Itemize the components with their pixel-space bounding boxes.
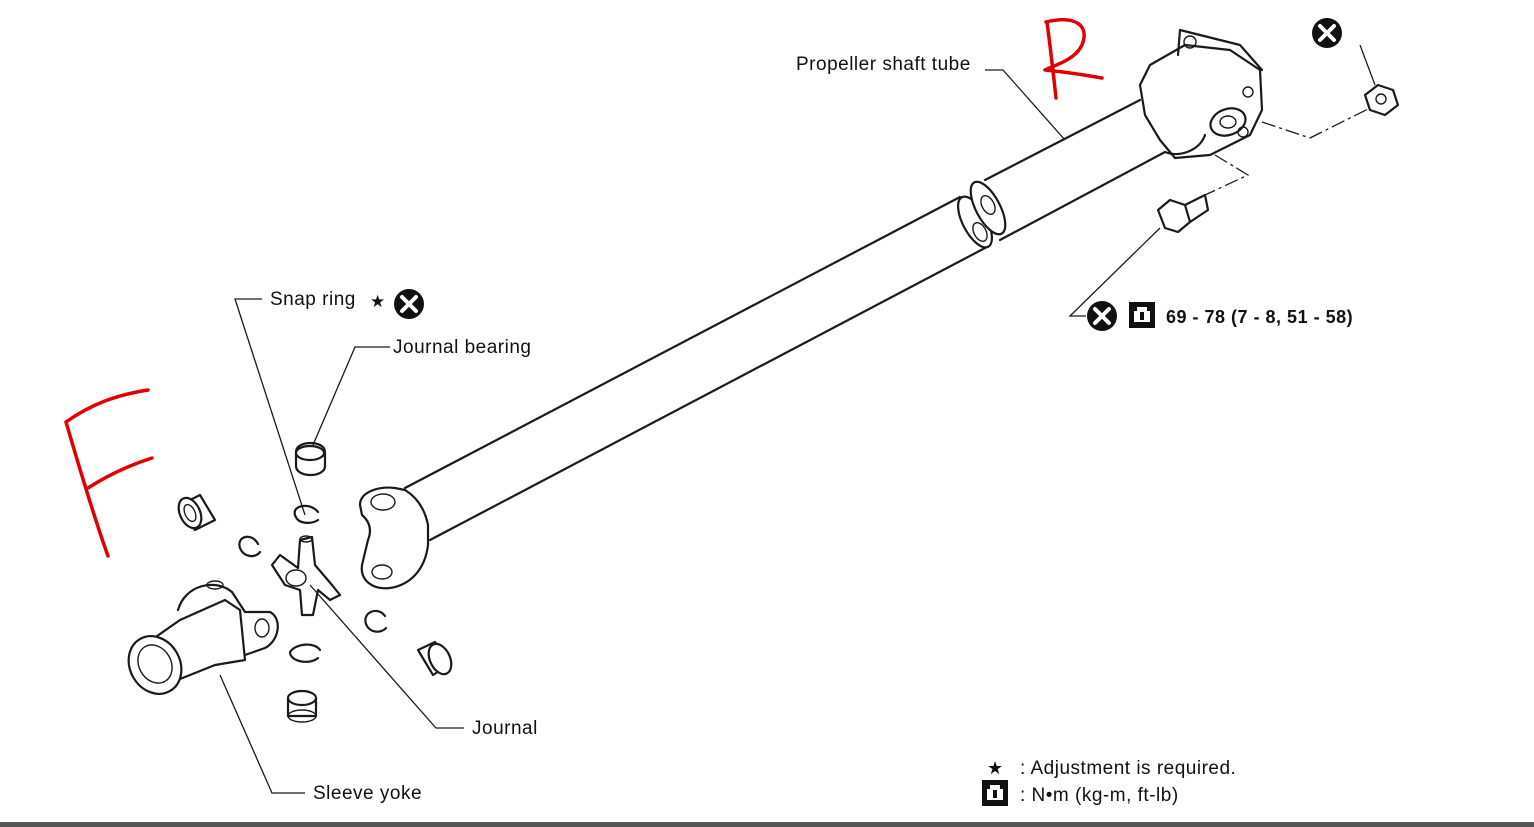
do-not-reuse-icon: [394, 289, 424, 319]
sleeve-yoke-label: Sleeve yoke: [313, 783, 422, 804]
legend-star-text: : Adjustment is required.: [1020, 758, 1236, 779]
journal-bearing-left: [177, 493, 217, 532]
front-tube-yoke: [358, 486, 430, 590]
journal-bearing-right: [416, 640, 453, 677]
star-icon: ★: [370, 292, 385, 312]
journal-bearing-label: Journal bearing: [393, 337, 531, 358]
rear-flange-yoke: [1138, 28, 1264, 160]
journal-cross: [270, 535, 342, 617]
propeller-shaft-rear-section: [969, 98, 1167, 242]
sleeve-yoke: [127, 580, 279, 695]
propeller-shaft-tube-label: Propeller shaft tube: [796, 54, 971, 75]
front-marker-text: F: [0, 0, 1, 1]
torque-spec-label: 69 - 78 (7 - 8, 51 - 58): [1166, 307, 1353, 327]
journal-bearing-bottom: [286, 689, 318, 723]
journal-label: Journal: [472, 718, 538, 739]
torque-wrench-icon: [982, 780, 1008, 806]
journal-bearing-top: [294, 441, 327, 477]
torque-wrench-icon: [1129, 302, 1155, 328]
rear-marker-text: R: [0, 0, 1, 1]
flange-bolt: [1156, 193, 1210, 234]
propeller-shaft-front-section: [403, 195, 993, 542]
do-not-reuse-icon: [1312, 18, 1342, 48]
bottom-border: [0, 822, 1534, 827]
snap-ring-label: Snap ring: [270, 289, 356, 310]
star-icon: ★: [987, 758, 1003, 779]
do-not-reuse-icon: [1087, 301, 1117, 331]
front-marker: F: [0, 0, 154, 558]
legend-torque-text: : N•m (kg-m, ft-lb): [1020, 785, 1179, 806]
flange-nut: [1363, 83, 1400, 117]
snap-rings: [238, 504, 388, 663]
rear-marker: R: [0, 0, 1104, 100]
